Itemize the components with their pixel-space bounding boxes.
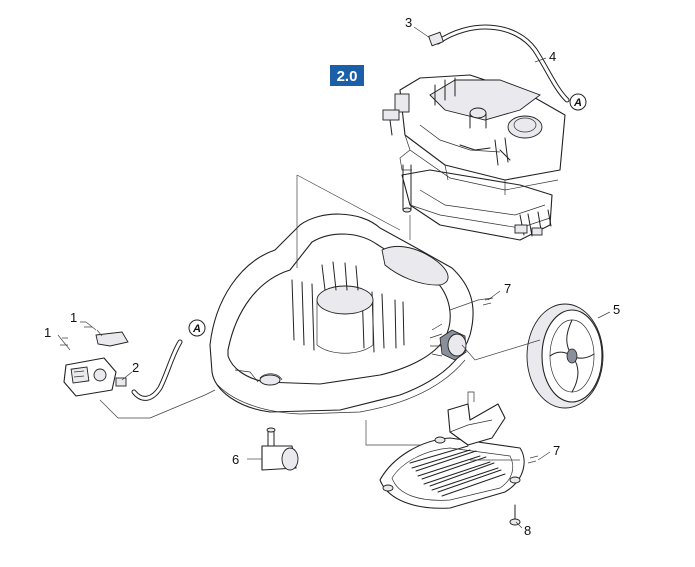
connector-a-top: A bbox=[569, 93, 587, 111]
castor-6 bbox=[261, 427, 299, 471]
connector-a-top-text: A bbox=[573, 97, 582, 109]
part-label-1-lower: 1 bbox=[44, 325, 51, 340]
clip-1 bbox=[95, 331, 129, 347]
wheel-5 bbox=[526, 303, 604, 409]
part-label-3: 3 bbox=[405, 15, 412, 30]
screw-8 bbox=[509, 504, 521, 526]
part-labels: 3 4 1 1 2 7 5 6 7 8 bbox=[44, 15, 620, 538]
connector-a-left-text: A bbox=[192, 323, 201, 335]
part-label-4: 4 bbox=[549, 49, 556, 64]
part-label-6: 6 bbox=[232, 452, 239, 467]
part-label-5: 5 bbox=[613, 302, 620, 317]
reference-badge-box bbox=[330, 65, 364, 86]
reference-badge-label: 2.0 bbox=[337, 68, 358, 85]
part-label-7-lower: 7 bbox=[553, 443, 560, 458]
reference-badge: 2.0 bbox=[330, 65, 364, 86]
part-label-2: 2 bbox=[132, 360, 139, 375]
bottom-plate bbox=[379, 436, 525, 509]
bracket bbox=[447, 391, 506, 446]
base-housing bbox=[209, 213, 474, 415]
leader-lines bbox=[57, 26, 611, 529]
part-label-8: 8 bbox=[524, 523, 531, 538]
control-panel-1 bbox=[63, 357, 117, 397]
pump-motor-unit bbox=[382, 74, 566, 241]
hose-4 bbox=[428, 24, 570, 103]
connector-a-left: A bbox=[188, 319, 206, 337]
part-label-1-upper: 1 bbox=[70, 310, 77, 325]
fitting-2 bbox=[115, 377, 127, 387]
hose-left bbox=[131, 339, 183, 401]
part-label-7-upper: 7 bbox=[504, 281, 511, 296]
assembly-lines bbox=[99, 174, 541, 461]
